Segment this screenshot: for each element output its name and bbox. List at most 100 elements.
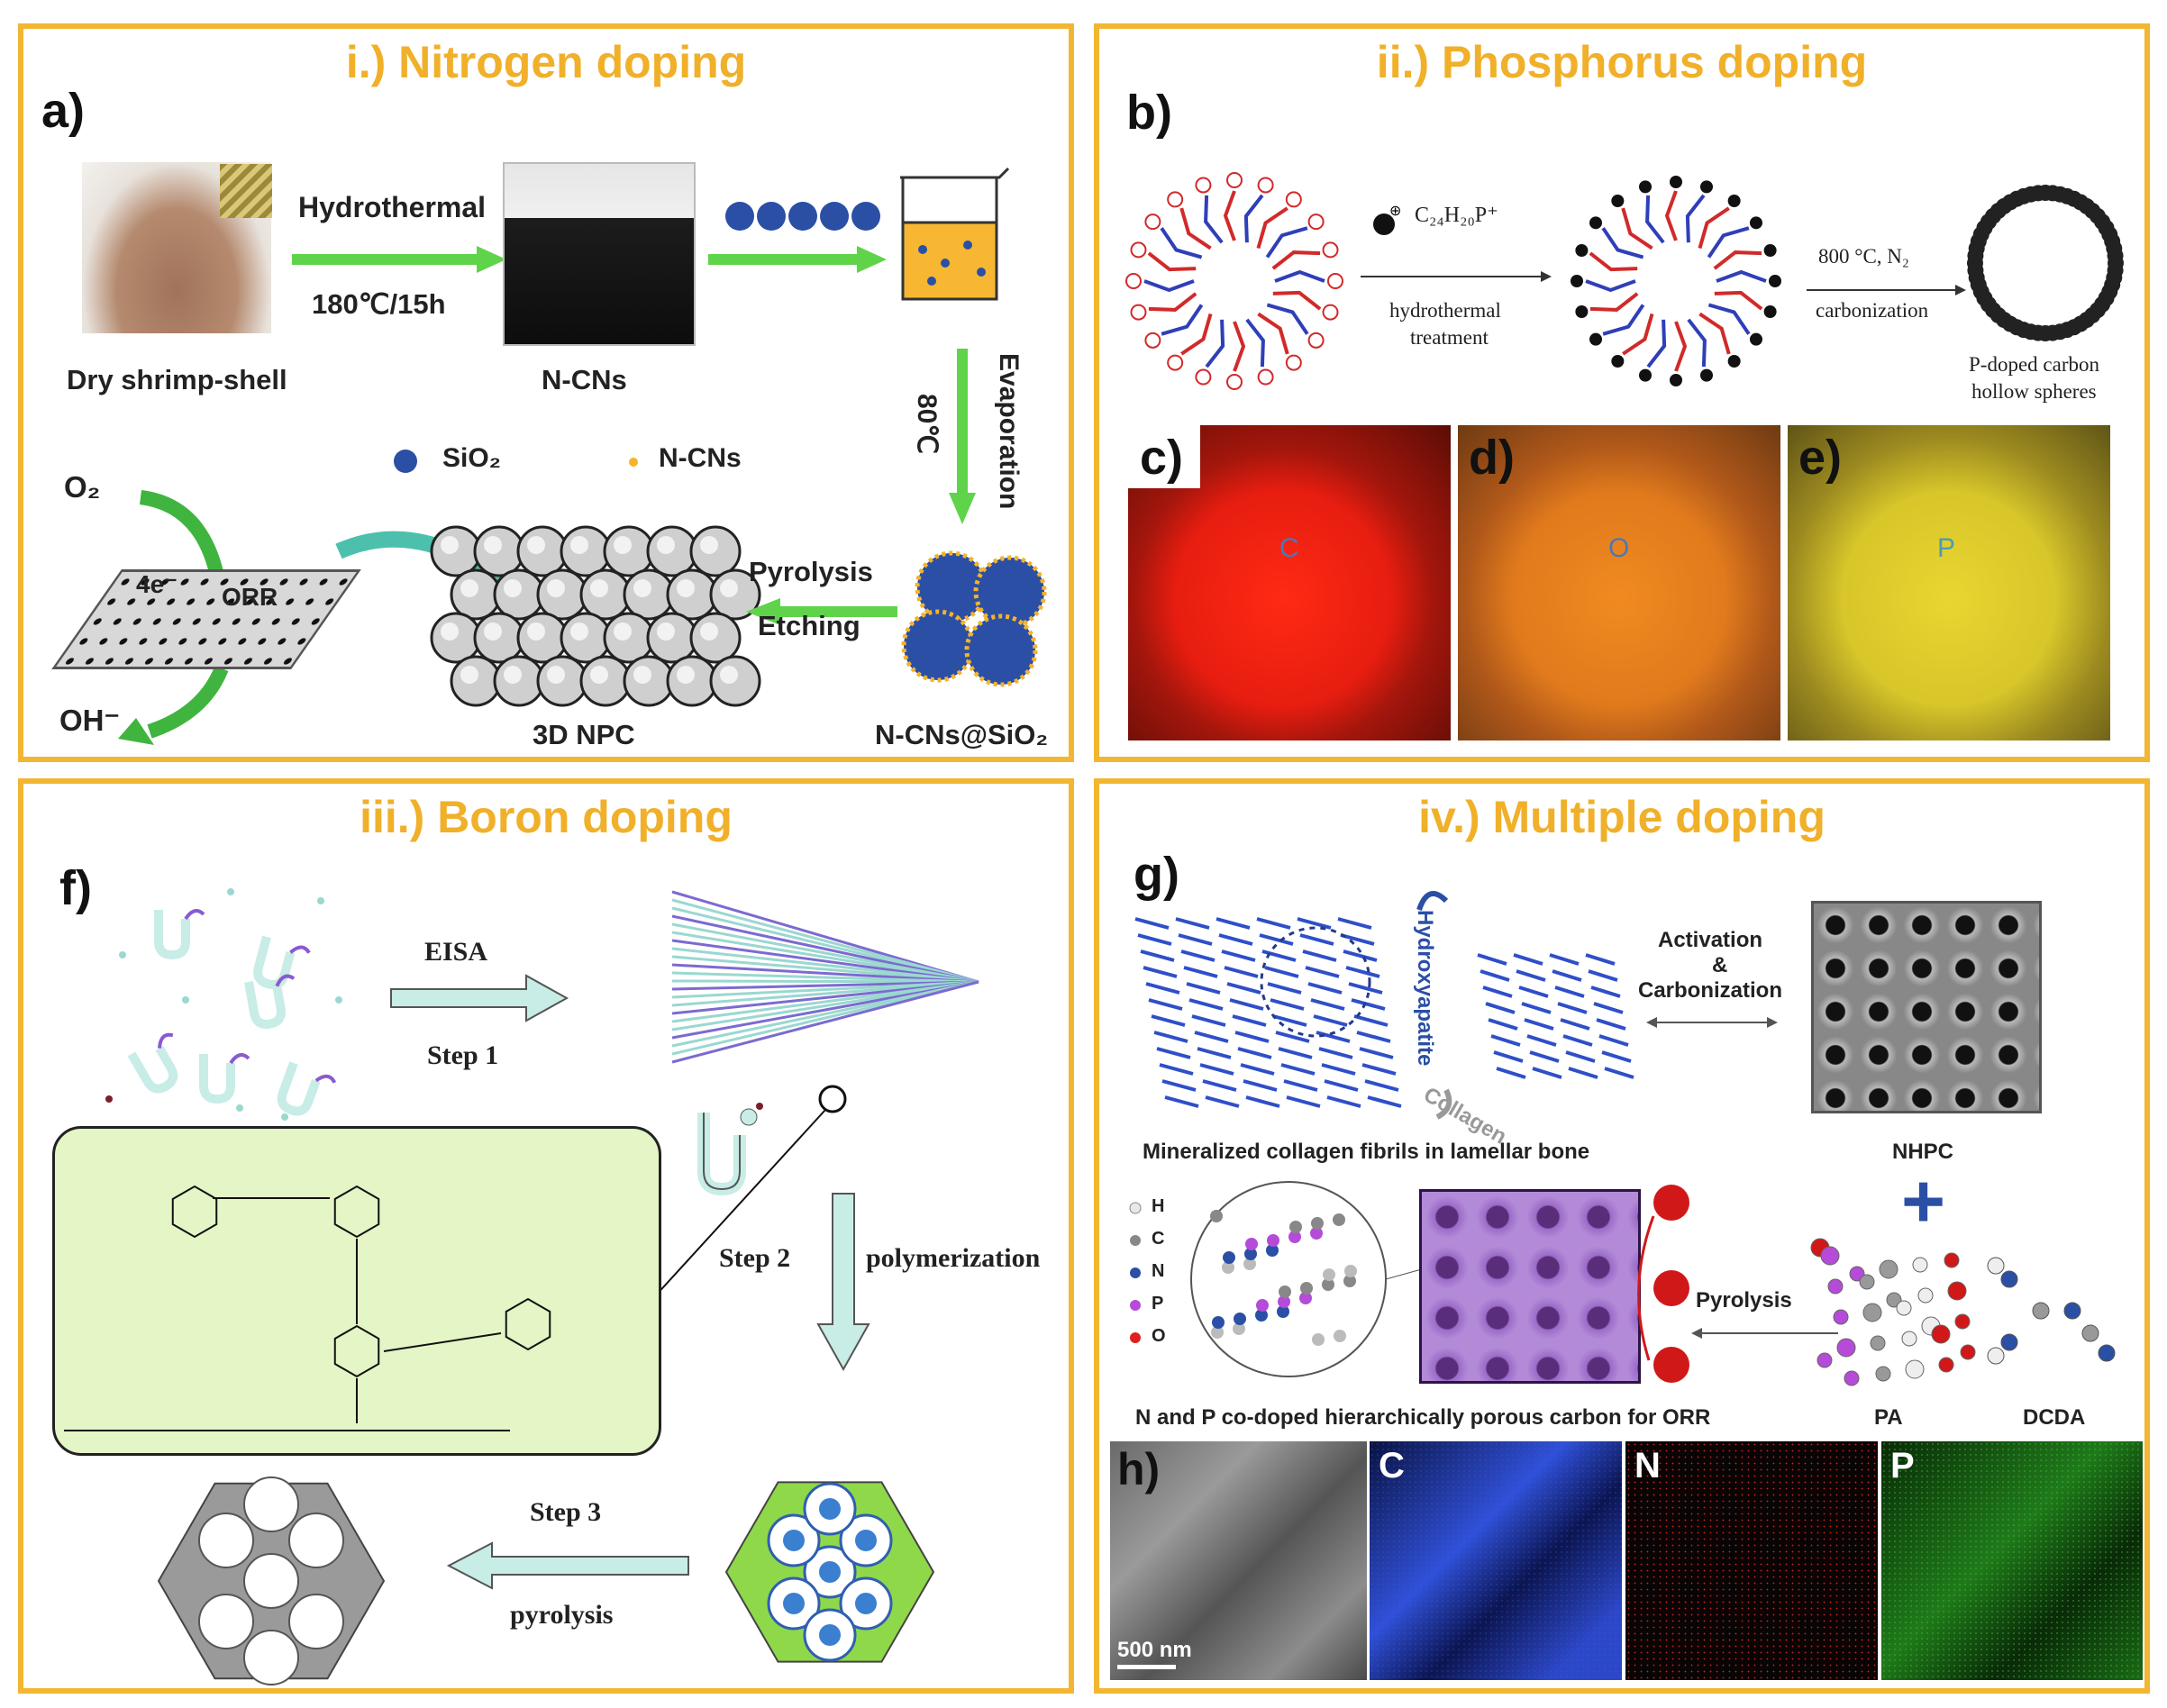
mineral-plate	[1529, 1050, 1560, 1063]
mineral-plate	[1137, 933, 1172, 946]
atom	[1288, 1231, 1301, 1243]
sio2-legend-icon	[394, 450, 417, 473]
mineral-plate	[1297, 917, 1332, 930]
ncns-legend-icon	[629, 458, 638, 467]
anion-head	[1285, 191, 1302, 208]
hexagon-ordered-mesostructure	[724, 1481, 935, 1663]
surfactant-chain	[1685, 194, 1706, 243]
map-n-label: N	[1634, 1446, 1661, 1485]
precursor-dot	[236, 1104, 243, 1112]
anion-head	[1226, 374, 1243, 390]
pa-atom	[1816, 1352, 1833, 1368]
atom	[1278, 1295, 1290, 1308]
mineral-plate	[1321, 1063, 1356, 1076]
npc-sphere-highlight	[547, 666, 565, 684]
mineral-plate	[1256, 917, 1291, 930]
atom	[1279, 1286, 1291, 1298]
mineral-plate	[1180, 949, 1216, 962]
zoom-circle	[1260, 926, 1371, 1038]
atom	[1244, 1248, 1257, 1260]
mineral-plate	[1188, 998, 1224, 1011]
micelle-core	[855, 1530, 877, 1551]
ncns-label: N-CNs	[542, 364, 627, 395]
mineral-plate	[1598, 1034, 1629, 1047]
label-b: b)	[1126, 86, 1172, 140]
mineral-plate	[1148, 998, 1183, 1011]
surfactant	[154, 909, 205, 960]
cation-head	[1727, 195, 1741, 208]
condition-label: 800 °C, N₂	[1818, 245, 1909, 268]
label-h: h)	[1117, 1444, 1161, 1494]
pa-atom	[1947, 1281, 1967, 1301]
pdoped-label-2: hollow spheres	[1971, 380, 2097, 403]
cation-head	[1611, 195, 1625, 208]
atom	[1256, 1299, 1269, 1312]
surfactant	[199, 1053, 250, 1104]
atom	[1322, 1278, 1334, 1291]
panel-nitrogen-doping: i.) Nitrogen doping a) Dry shrimp-shell …	[18, 23, 1074, 762]
panel-title: i.) Nitrogen doping	[345, 37, 747, 87]
pa-atom	[1844, 1370, 1860, 1386]
activation-label: Activation	[1658, 928, 1763, 952]
anion-head	[1167, 191, 1184, 208]
pyrolysis-label: Pyrolysis	[749, 556, 873, 587]
nhpc-label: NHPC	[1892, 1140, 1954, 1164]
atom-legend	[1129, 1202, 1142, 1343]
surfactant-chain	[1621, 207, 1653, 250]
mineral-plate	[1151, 1014, 1186, 1027]
mineral-plate	[1272, 1014, 1307, 1027]
panel-title: ii.) Phosphorus doping	[1376, 37, 1868, 87]
mineral-plate	[1243, 1079, 1278, 1092]
caption-label: N and P co-doped hierarchically porous c…	[1135, 1405, 1711, 1430]
3d-npc-structure	[430, 525, 761, 707]
mineral-plate	[1278, 1047, 1313, 1059]
anion-head	[1285, 354, 1302, 371]
surfactant-chain	[1716, 269, 1767, 283]
map-carbon	[1370, 1441, 1622, 1680]
mineral-plate	[1516, 969, 1546, 982]
mineral-plate	[1604, 1067, 1634, 1079]
mineral-plate	[1302, 949, 1337, 962]
element-c: C	[1279, 533, 1299, 563]
benzene-ring	[505, 1297, 551, 1351]
legend-o: O	[1152, 1326, 1166, 1346]
atom	[1343, 1275, 1356, 1287]
mineral-plate	[1229, 998, 1264, 1011]
carbon-pore	[198, 1513, 254, 1568]
mineral-plate	[1477, 953, 1507, 966]
atom	[1323, 1268, 1335, 1281]
mineral-plate	[1361, 1063, 1397, 1076]
cation-head	[1727, 354, 1741, 368]
p-doped-hollow-sphere	[1967, 185, 2124, 341]
carbon-pore	[243, 1630, 299, 1685]
purple-porous-cube	[1419, 1189, 1641, 1384]
mineral-plate	[1275, 1031, 1310, 1043]
anion-head	[1307, 214, 1325, 231]
formula-label: C₂₄H₂₀P⁺	[1415, 204, 1498, 227]
surfactant-chain	[1143, 279, 1195, 293]
mineral-plate	[1202, 1079, 1237, 1092]
eds-map-c-header	[1128, 425, 1200, 488]
dcda-atom	[2032, 1302, 2050, 1320]
surfactant	[277, 1061, 337, 1116]
mineral-plate	[1245, 1095, 1280, 1108]
atom	[1300, 1282, 1313, 1295]
mineral-plate	[1264, 966, 1299, 978]
carbonization-label: carbonization	[1816, 299, 1929, 322]
mineral-plate	[1324, 1079, 1359, 1092]
panel-multiple-doping: iv.) Multiple doping g) Hydroxyapatite C…	[1094, 778, 2150, 1694]
surfactant-chain	[1179, 207, 1212, 250]
pa-atom	[1931, 1324, 1951, 1344]
green-arrow-down	[949, 349, 976, 524]
carbon-pore	[288, 1594, 344, 1649]
micelle-core	[819, 1561, 841, 1583]
mineral-plate	[1316, 1031, 1351, 1043]
mineral-plate	[1588, 969, 1618, 982]
eisa-arrow	[390, 974, 569, 1022]
surfactant-chain	[1589, 251, 1638, 272]
surfactant-chain	[1256, 206, 1288, 250]
mineral-plate	[1234, 1031, 1270, 1043]
mineral-plate	[1493, 1050, 1524, 1063]
mineral-plate	[1199, 1063, 1234, 1076]
surfactant-chain	[1265, 226, 1308, 259]
